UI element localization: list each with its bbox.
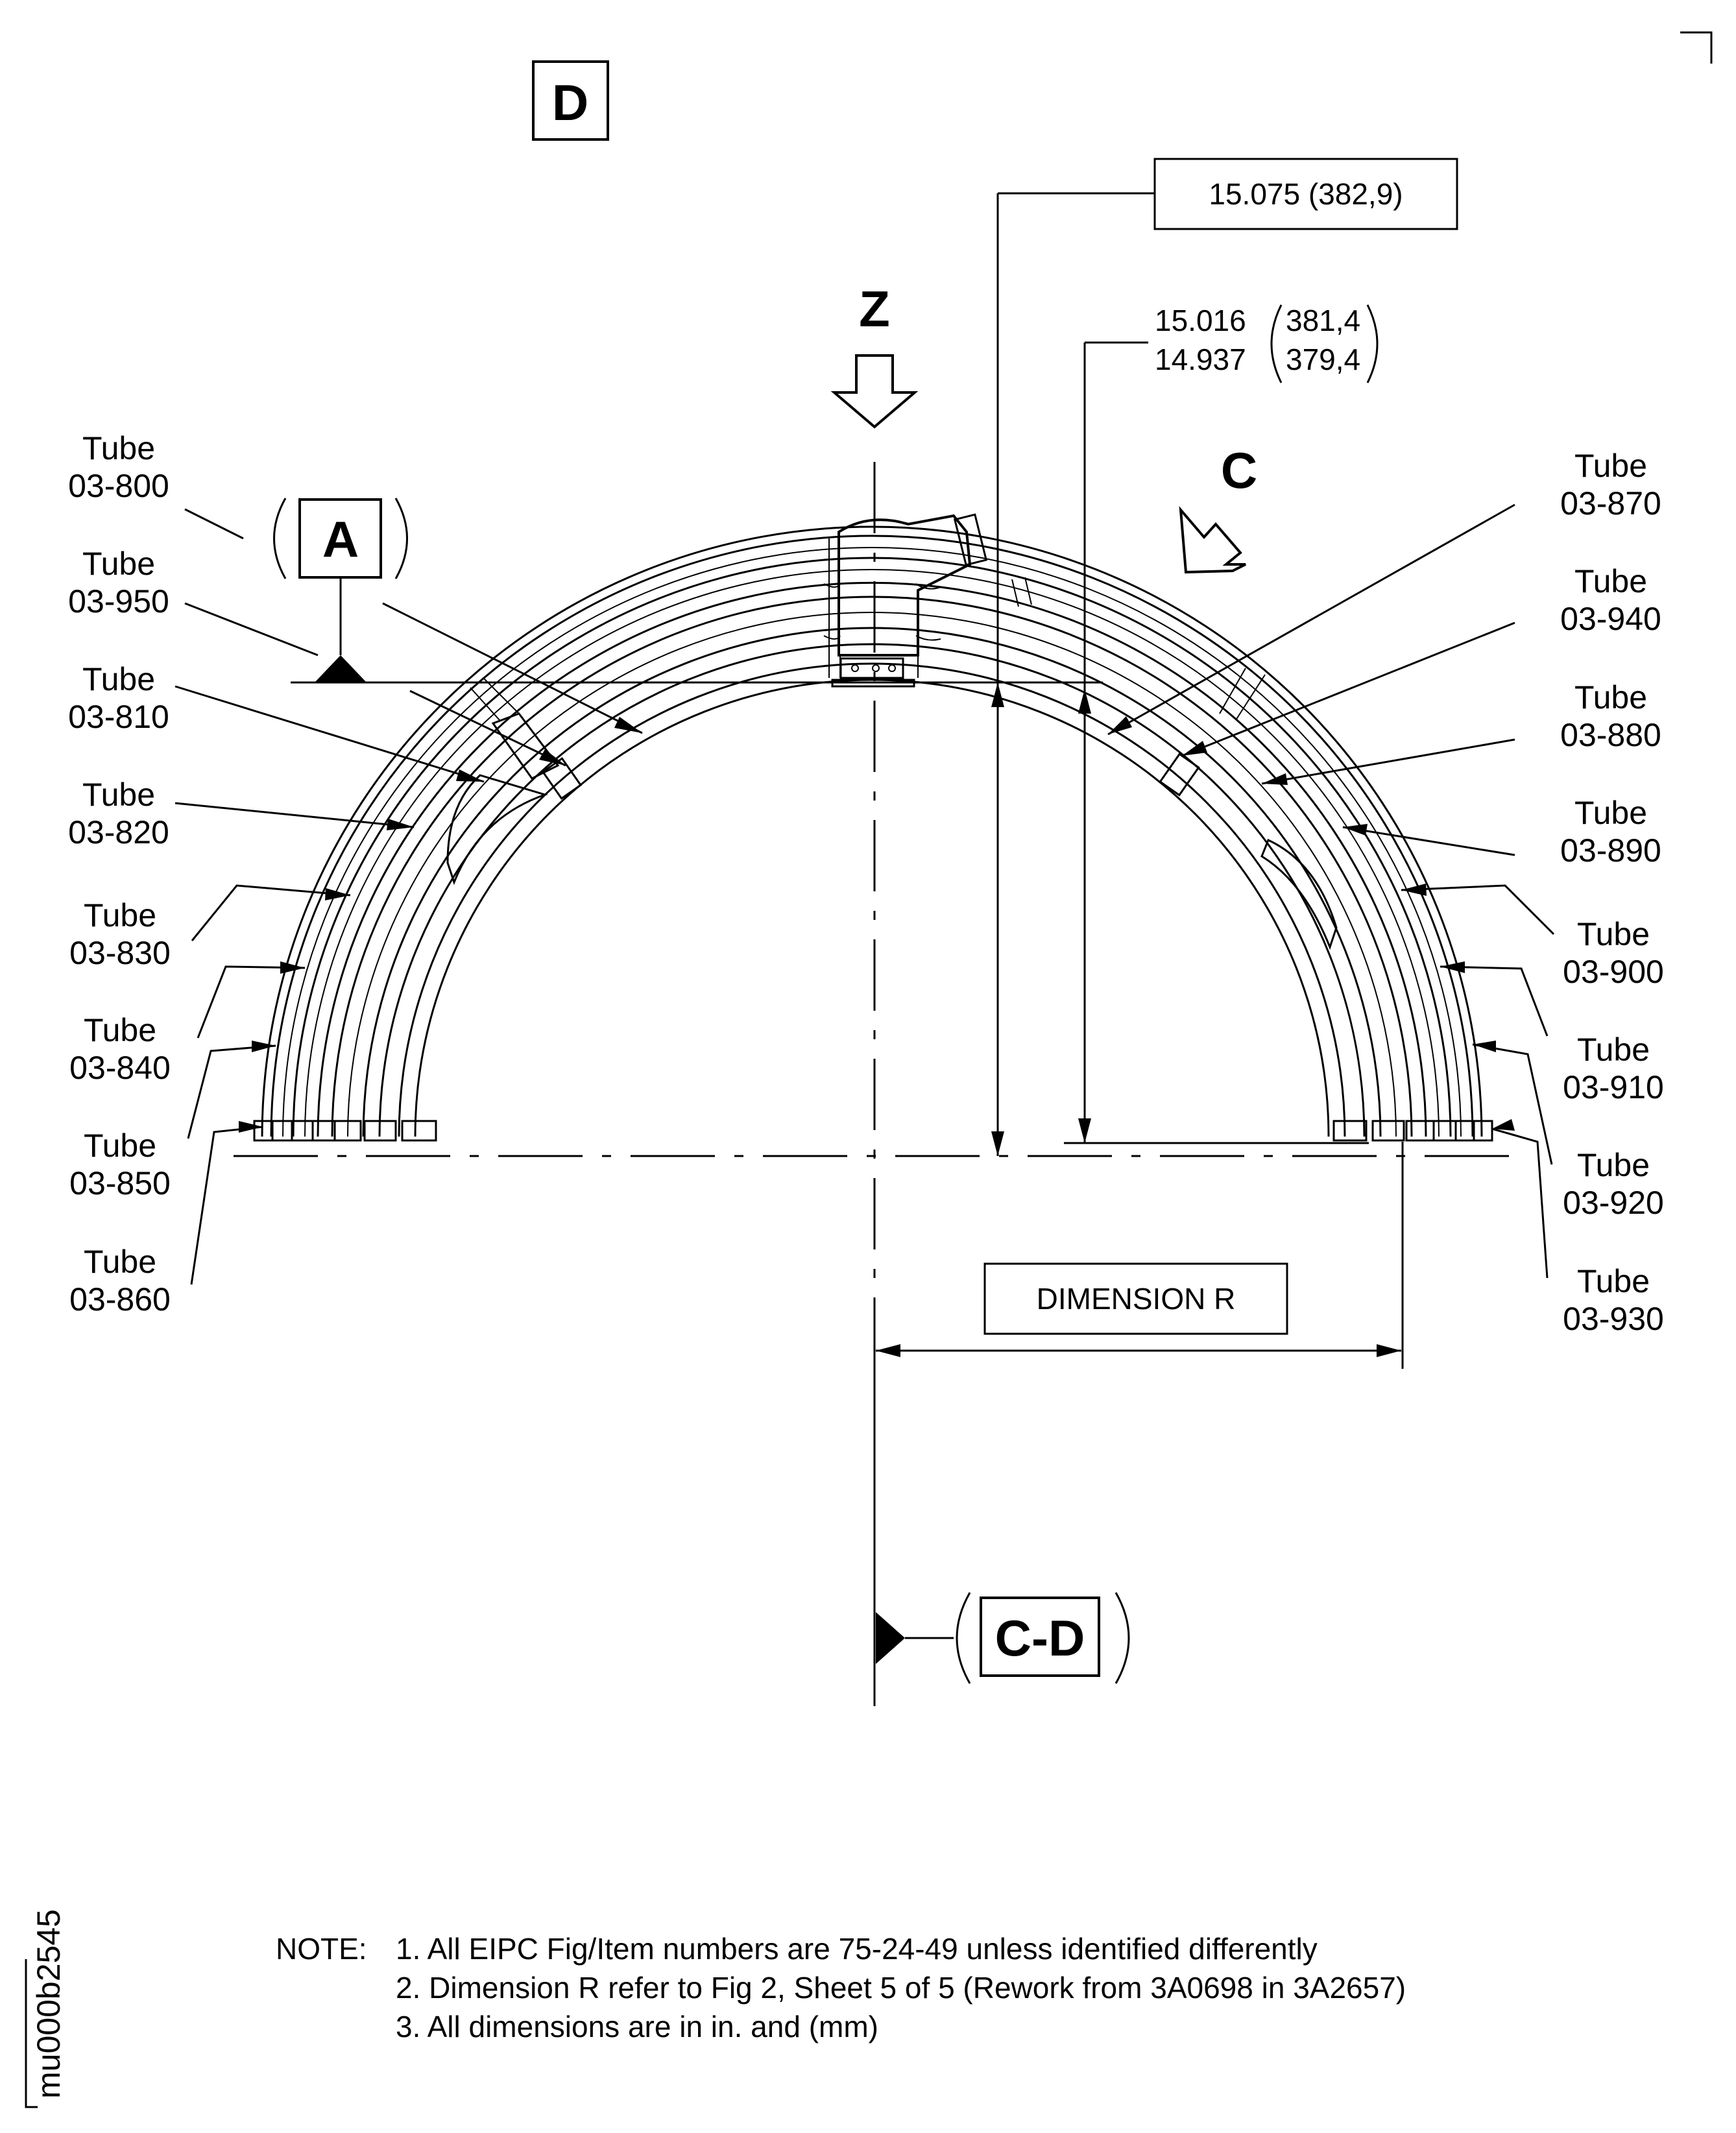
tube-label-03-870: Tube 03-870	[1560, 448, 1661, 522]
svg-text:Tube: Tube	[84, 1244, 156, 1280]
svg-text:DIMENSION R: DIMENSION R	[1037, 1282, 1236, 1316]
svg-text:Tube: Tube	[84, 897, 156, 934]
svg-text:03-890: 03-890	[1560, 832, 1661, 869]
corner-mark-top-right	[1680, 31, 1713, 64]
tube-label-03-860: Tube 03-860	[69, 1244, 171, 1318]
tube-end-fittings-right	[1332, 1120, 1493, 1142]
svg-text:03-800: 03-800	[68, 468, 169, 504]
tube-label-03-920: Tube 03-920	[1563, 1147, 1664, 1221]
svg-text:2. Dimension R refer to Fig 2,: 2. Dimension R refer to Fig 2, Sheet 5 o…	[396, 1971, 1406, 2005]
dimension-outer-radius: 15.075 (382,9)	[991, 158, 1458, 1156]
top-manifold-elbow	[823, 513, 988, 688]
svg-text:14.937: 14.937	[1155, 343, 1246, 376]
tube-label-03-830: Tube 03-830	[69, 897, 171, 971]
svg-text:03-860: 03-860	[69, 1281, 171, 1318]
view-c-arrow: C	[1179, 442, 1257, 574]
svg-text:NOTE:: NOTE:	[276, 1932, 367, 1966]
svg-text:03-880: 03-880	[1560, 717, 1661, 753]
svg-text:Tube: Tube	[82, 777, 155, 813]
tube-arc-assembly	[261, 525, 1483, 1137]
svg-text:Tube: Tube	[1577, 1263, 1650, 1299]
svg-text:Tube: Tube	[1574, 563, 1647, 599]
tube-label-03-850: Tube 03-850	[69, 1127, 171, 1201]
view-d-label: D	[532, 60, 609, 141]
svg-text:03-850: 03-850	[69, 1165, 171, 1201]
svg-text:03-830: 03-830	[69, 935, 171, 971]
svg-text:03-900: 03-900	[1563, 954, 1664, 990]
tube-labels-left: Tube 03-800 Tube 03-950 Tube 03-810 Tube…	[68, 430, 171, 1318]
tube-label-03-910: Tube 03-910	[1563, 1031, 1664, 1105]
corner-mark-bottom-left	[25, 1959, 38, 2108]
tube-label-03-900: Tube 03-900	[1563, 916, 1664, 990]
svg-text:03-930: 03-930	[1563, 1301, 1664, 1337]
svg-text:03-910: 03-910	[1563, 1069, 1664, 1105]
dimension-r: DIMENSION R	[876, 1142, 1404, 1369]
svg-text:15.016: 15.016	[1155, 304, 1246, 337]
leader-lines-left	[175, 508, 643, 1285]
svg-text:C: C	[1221, 442, 1257, 499]
tube-label-03-810: Tube 03-810	[68, 661, 169, 735]
svg-text:03-920: 03-920	[1563, 1185, 1664, 1221]
tube-label-03-800: Tube 03-800	[68, 430, 169, 504]
svg-text:03-870: 03-870	[1560, 485, 1661, 522]
tube-label-03-890: Tube 03-890	[1560, 795, 1661, 869]
svg-text:Tube: Tube	[1574, 795, 1647, 831]
svg-text:Tube: Tube	[84, 1127, 156, 1164]
svg-text:379,4: 379,4	[1286, 343, 1360, 376]
tube-label-03-880: Tube 03-880	[1560, 679, 1661, 753]
svg-text:C-D: C-D	[995, 1609, 1085, 1667]
svg-text:15.075 (382,9): 15.075 (382,9)	[1209, 177, 1403, 211]
tube-label-03-820: Tube 03-820	[68, 777, 169, 850]
tube-label-03-840: Tube 03-840	[69, 1012, 171, 1086]
tube-label-03-930: Tube 03-930	[1563, 1263, 1664, 1337]
drawing-id: mu000b2545	[30, 1909, 67, 2099]
svg-text:Tube: Tube	[82, 661, 155, 697]
svg-text:Tube: Tube	[1577, 916, 1650, 952]
view-z-arrow: Z	[830, 280, 919, 429]
svg-text:03-940: 03-940	[1560, 601, 1661, 637]
svg-text:Tube: Tube	[1577, 1147, 1650, 1183]
svg-text:A: A	[322, 511, 359, 568]
svg-text:D: D	[552, 74, 588, 131]
svg-text:Tube: Tube	[82, 546, 155, 582]
leader-arrowheads-right	[1108, 716, 1515, 1131]
left-clamp-bracket	[446, 677, 583, 886]
dimension-inner-radius: 15.016 14.937 381,4 379,4	[1064, 304, 1379, 1144]
tube-end-fittings-left	[253, 1120, 437, 1142]
notes-block: NOTE: 1. All EIPC Fig/Item numbers are 7…	[276, 1932, 1406, 2043]
leader-lines-right	[1107, 503, 1555, 1279]
svg-text:Tube: Tube	[1577, 1031, 1650, 1068]
tube-labels-right: Tube 03-870 Tube 03-940 Tube 03-880 Tube…	[1560, 448, 1664, 1337]
svg-text:3. All dimensions are in in. a: 3. All dimensions are in in. and (mm)	[396, 2010, 878, 2043]
section-c-d-reference: C-D	[876, 1592, 1130, 1684]
leader-arrowheads-left	[239, 717, 642, 1133]
svg-text:03-950: 03-950	[68, 583, 169, 620]
tube-label-03-950: Tube 03-950	[68, 546, 169, 620]
svg-text:03-840: 03-840	[69, 1050, 171, 1086]
svg-text:Tube: Tube	[1574, 448, 1647, 484]
svg-text:03-810: 03-810	[68, 699, 169, 735]
svg-text:Tube: Tube	[84, 1012, 156, 1048]
datum-a-feature: A	[273, 498, 1103, 684]
svg-text:03-820: 03-820	[68, 814, 169, 850]
tube-label-03-940: Tube 03-940	[1560, 563, 1661, 637]
svg-text:Tube: Tube	[1574, 679, 1647, 716]
svg-text:Tube: Tube	[82, 430, 155, 466]
right-clamp-bracket	[1011, 577, 1338, 950]
svg-text:381,4: 381,4	[1286, 304, 1360, 337]
svg-text:Z: Z	[859, 280, 890, 337]
svg-text:1. All EIPC Fig/Item numbers a: 1. All EIPC Fig/Item numbers are 75-24-4…	[396, 1932, 1318, 1966]
